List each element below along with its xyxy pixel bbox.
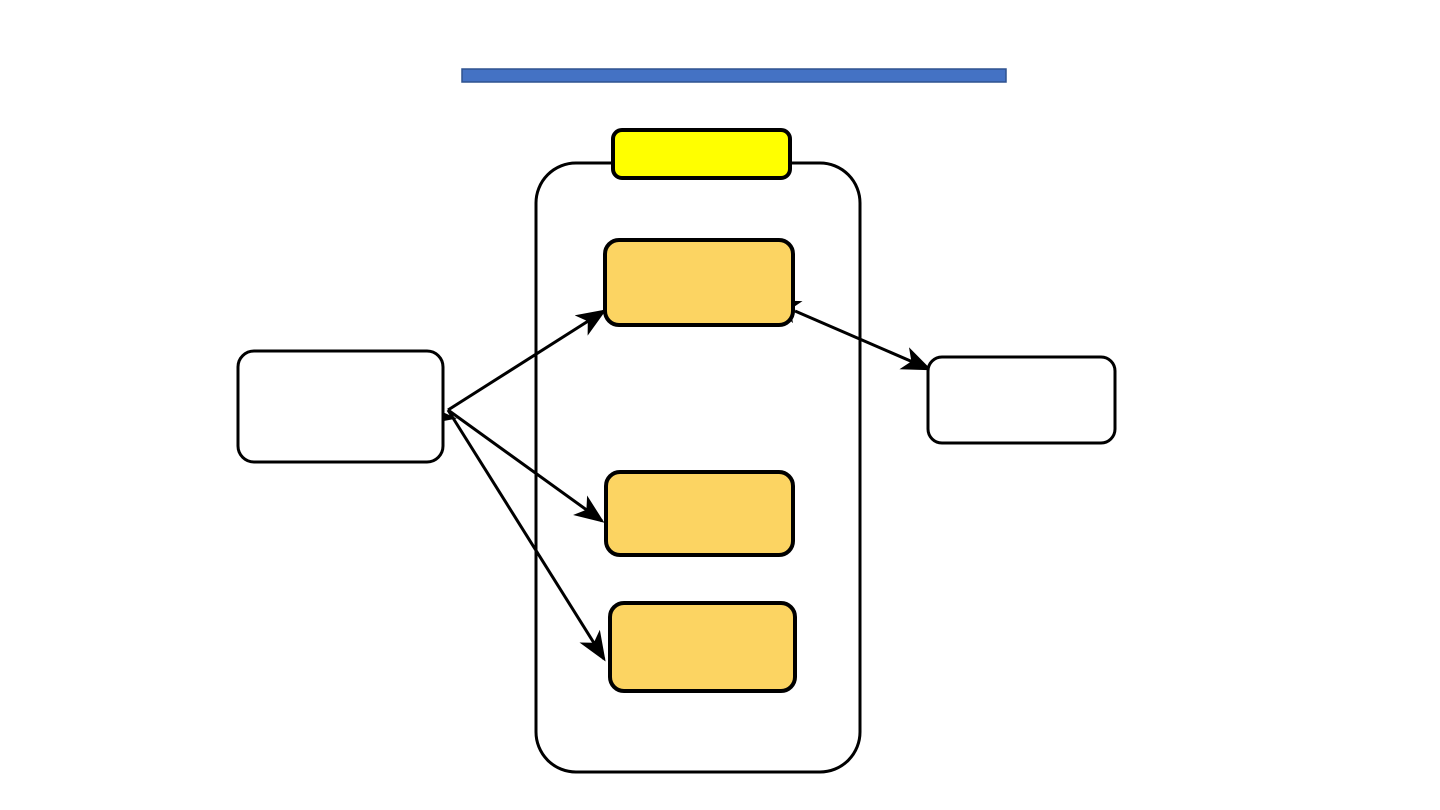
- process-node-middle[interactable]: [604, 470, 795, 557]
- external-node-left[interactable]: [236, 349, 445, 464]
- header-node-yellow-shape[interactable]: [611, 128, 792, 180]
- connector-process-top-to-right[interactable]: [770, 300, 932, 371]
- process-node-middle-shape[interactable]: [604, 470, 795, 557]
- title-underline-bar: [461, 68, 1007, 83]
- external-node-right-shape[interactable]: [926, 355, 1117, 445]
- process-node-bottom-shape[interactable]: [608, 601, 797, 693]
- connector-left-to-process-top[interactable]: [425, 309, 607, 425]
- nodes-layer: [236, 128, 1117, 693]
- title-bar-layer: [461, 68, 1007, 83]
- external-node-left-shape[interactable]: [236, 349, 445, 464]
- connector-left-to-process-middle[interactable]: [447, 408, 605, 523]
- process-node-top-shape[interactable]: [603, 238, 795, 327]
- process-node-top[interactable]: [603, 238, 795, 327]
- process-node-bottom[interactable]: [608, 601, 797, 693]
- header-node-yellow[interactable]: [611, 128, 792, 180]
- connectors-layer: [425, 300, 932, 662]
- connector-left-to-process-bottom[interactable]: [446, 409, 606, 662]
- external-node-right[interactable]: [926, 355, 1117, 445]
